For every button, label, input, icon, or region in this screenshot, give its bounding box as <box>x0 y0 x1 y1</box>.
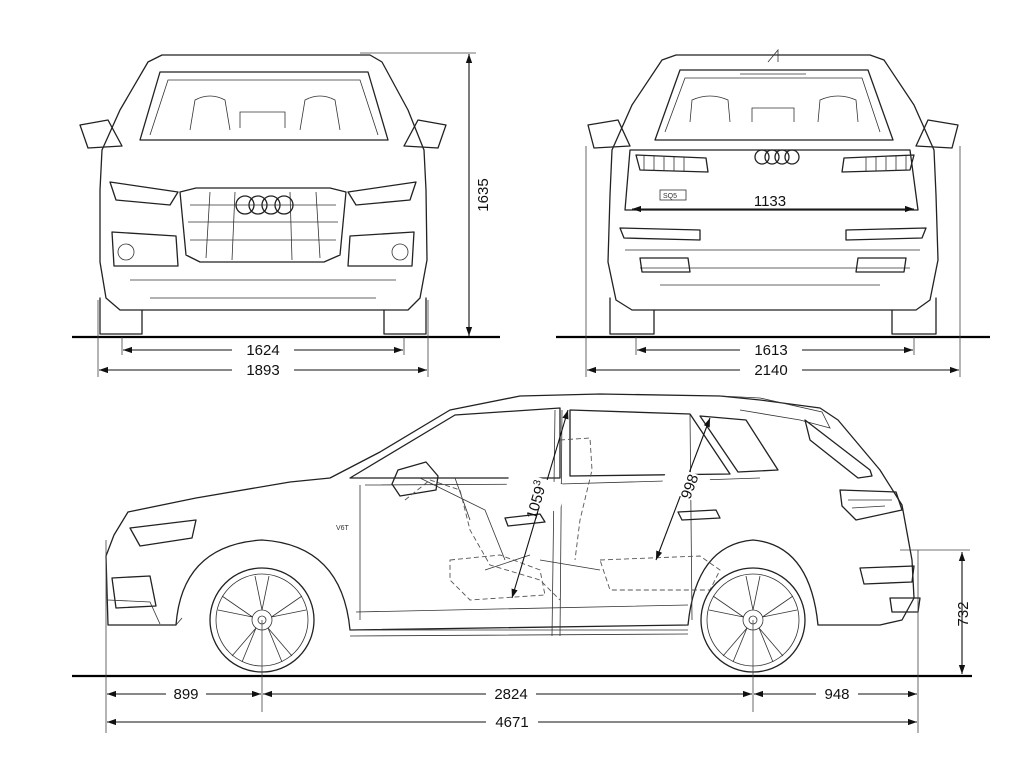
rear-track-label: 1613 <box>754 342 787 359</box>
rear-inner-width-dimension: 1133 <box>632 193 914 213</box>
overall-length-label: 4671 <box>495 714 528 731</box>
rear-overhang-dimension: 948 <box>754 685 917 703</box>
wheelbase-label: 2824 <box>494 686 527 703</box>
audi-rings-rear <box>754 149 800 165</box>
rear-model-badge: SQ5 <box>663 193 677 200</box>
front-width-dimension: 1893 <box>99 361 427 379</box>
overall-length-dimension: 4671 <box>107 713 917 731</box>
front-track-dimension: 1624 <box>123 341 403 359</box>
rear-overhang-label: 948 <box>824 686 849 703</box>
wheelbase-dimension: 2824 <box>263 685 752 703</box>
rear-width-dimension: 2140 <box>587 361 959 379</box>
front-width-label: 1893 <box>246 362 279 379</box>
audi-rings-front <box>235 195 294 215</box>
loading-height-label: 732 <box>955 601 972 626</box>
rear-headroom-dimension: 998 <box>655 417 711 561</box>
rear-width-label: 2140 <box>754 362 787 379</box>
rear-track-dimension: 1613 <box>637 341 913 359</box>
front-height-dimension: 1635 <box>360 52 492 336</box>
front-headroom-note: 3 <box>532 478 544 487</box>
front-view <box>72 54 500 377</box>
front-overhang-label: 899 <box>173 686 198 703</box>
front-track-label: 1624 <box>246 342 279 359</box>
front-overhang-dimension: 899 <box>107 685 261 703</box>
rear-inner-width-label: 1133 <box>754 193 786 210</box>
side-model-badge: V6T <box>336 525 350 532</box>
side-view: V6T <box>72 393 972 733</box>
rear-view: SQ5 <box>556 48 990 377</box>
front-headroom-dimension: 10593 <box>503 409 569 599</box>
front-height-label: 1635 <box>475 178 492 211</box>
loading-height-dimension: 732 <box>955 552 972 674</box>
